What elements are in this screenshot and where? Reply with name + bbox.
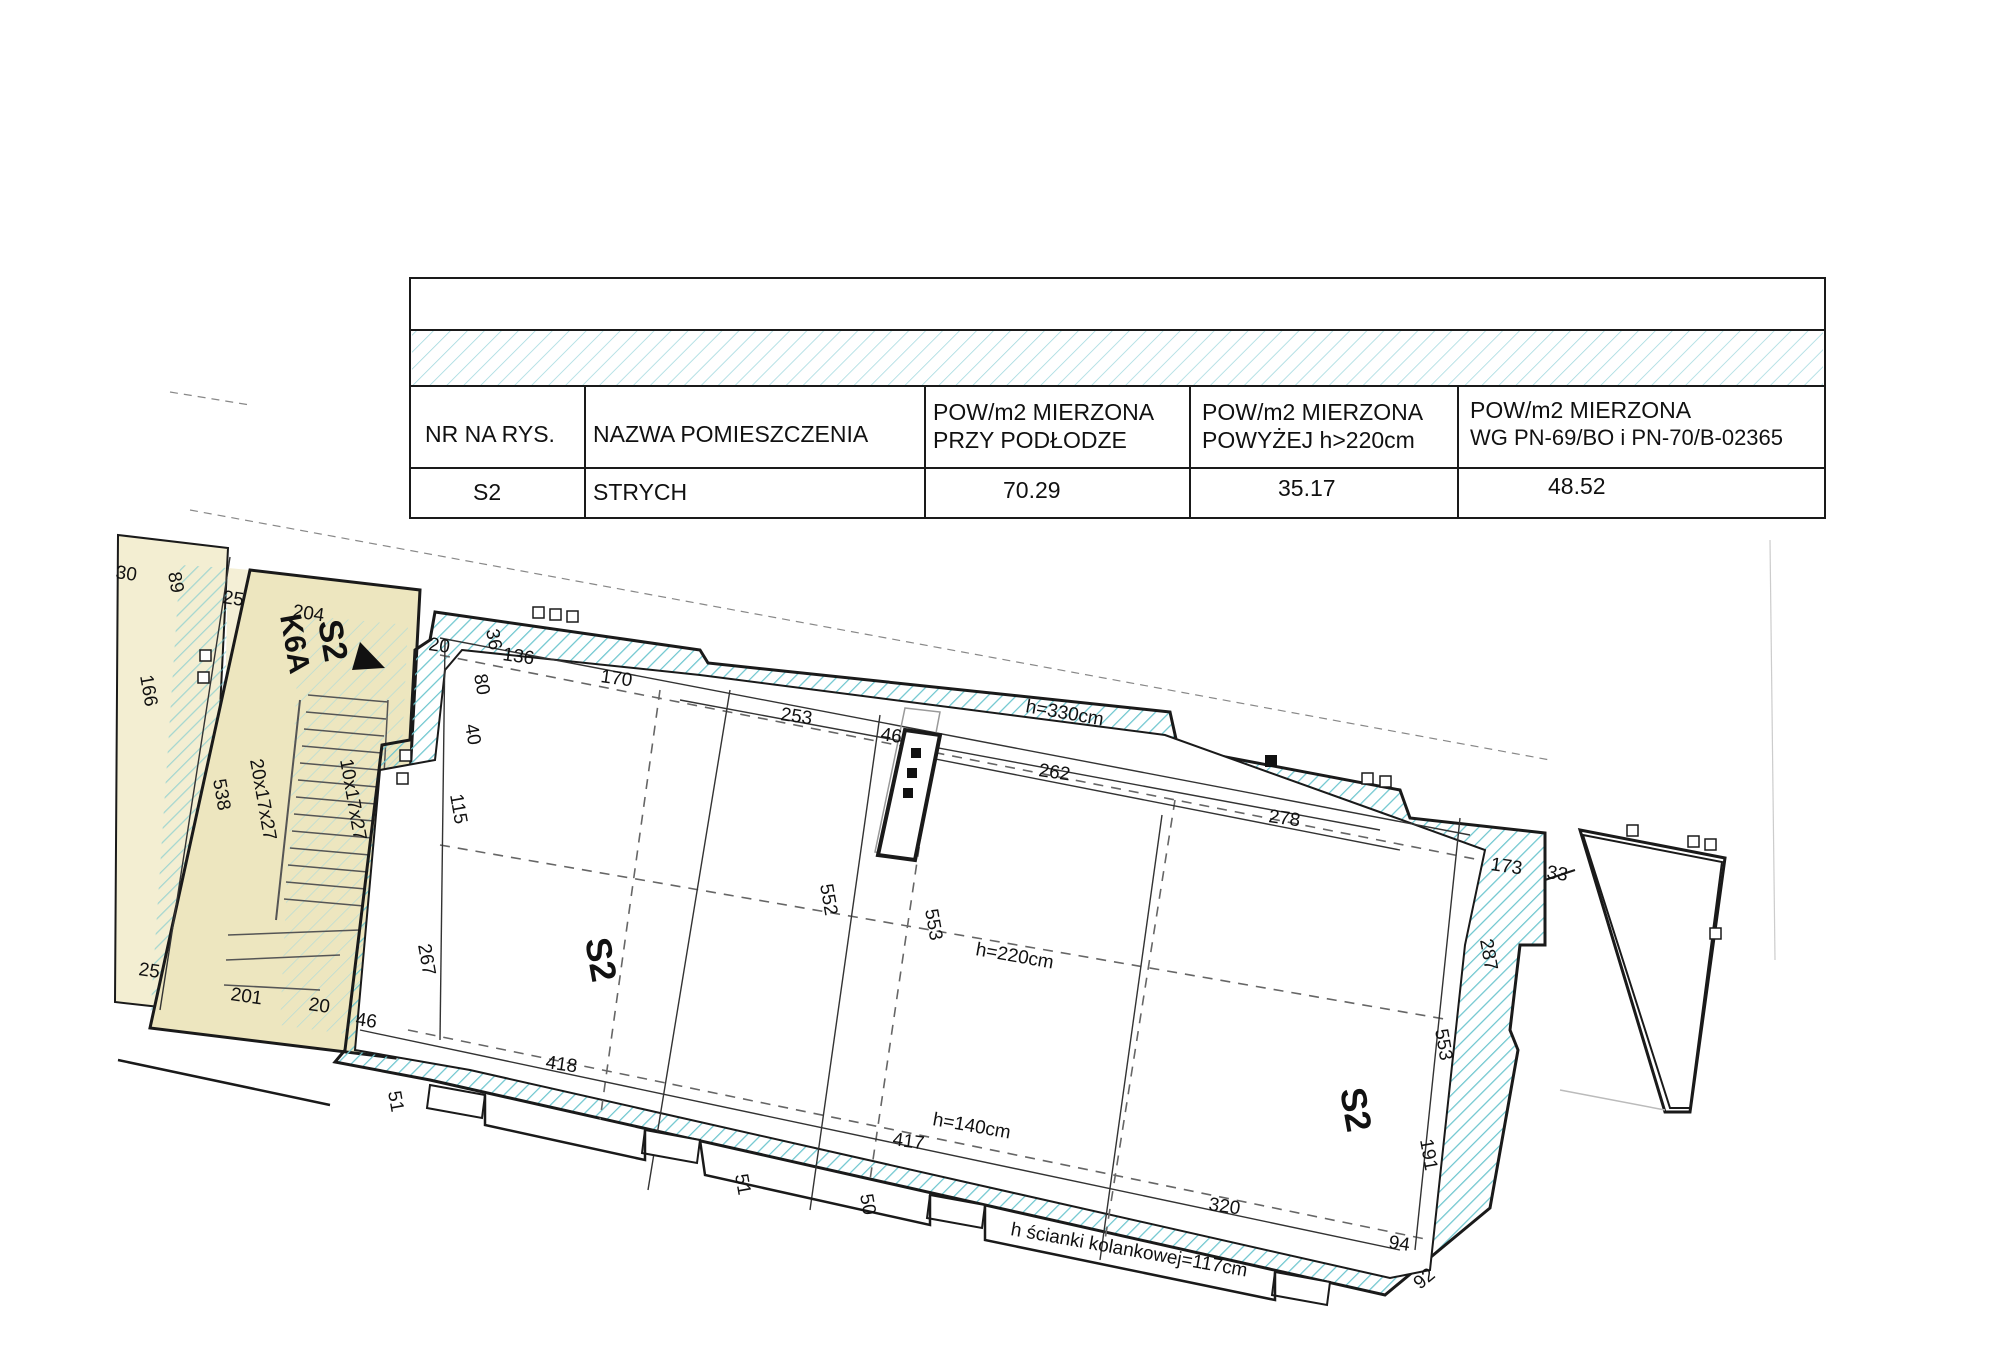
svg-text:40: 40	[460, 722, 484, 746]
svg-text:80: 80	[469, 672, 493, 696]
svg-text:115: 115	[445, 792, 471, 825]
header-area-floor-2: PRZY PODŁODZE	[933, 427, 1127, 453]
dimension-lines	[159, 556, 1471, 1261]
svg-text:50: 50	[855, 1192, 879, 1216]
svg-text:320: 320	[1207, 1194, 1241, 1219]
svg-text:33: 33	[1545, 862, 1569, 886]
svg-text:94: 94	[1387, 1232, 1411, 1256]
header-nr: NR NA RYS.	[425, 421, 555, 447]
svg-text:278: 278	[1267, 806, 1301, 831]
svg-text:201: 201	[229, 984, 263, 1009]
chimney	[874, 707, 943, 863]
svg-text:20: 20	[427, 634, 451, 658]
svg-text:25: 25	[221, 587, 245, 611]
stair-treads	[223, 694, 389, 991]
stair-direction-icon	[352, 642, 385, 670]
room-label-s2-right: S2	[1332, 1084, 1380, 1134]
header-area-220-1: POW/m2 MIERZONA	[1202, 399, 1424, 425]
stair-label-s2: S2	[310, 617, 355, 665]
roof-outline	[169, 391, 1551, 761]
svg-text:51: 51	[383, 1089, 407, 1113]
attic-room-outline	[332, 610, 1547, 1297]
svg-text:36: 36	[481, 627, 505, 651]
svg-text:173: 173	[1489, 854, 1523, 879]
svg-text:170: 170	[599, 666, 633, 691]
svg-text:25: 25	[137, 959, 161, 983]
room-label-s2-left: S2	[577, 934, 625, 984]
svg-text:262: 262	[1037, 760, 1071, 785]
chimney-vent-icon	[1265, 755, 1277, 767]
cell-area-220: 35.17	[1278, 475, 1336, 501]
cell-nr: S2	[473, 479, 502, 505]
header-area-floor-1: POW/m2 MIERZONA	[933, 399, 1155, 425]
header-area-220-2: POWYŻEJ h>220cm	[1202, 427, 1415, 453]
vent-symbols	[197, 606, 1722, 940]
area-table-text: NR NA RYS. NAZWA POMIESZCZENIA POW/m2 MI…	[410, 270, 1835, 518]
wall-outline	[117, 1058, 1277, 1302]
svg-text:204: 204	[291, 601, 326, 626]
header-area-pn-2: WG PN-69/BO i PN-70/B-02365	[1470, 425, 1784, 450]
svg-text:46: 46	[354, 1009, 378, 1033]
right-annex	[1544, 539, 1776, 1114]
svg-text:136: 136	[501, 644, 535, 669]
svg-text:89: 89	[163, 570, 187, 594]
cell-area-pn: 48.52	[1548, 473, 1606, 499]
svg-text:20: 20	[307, 994, 331, 1018]
cell-name: STRYCH	[593, 479, 688, 505]
table-hatched-band	[412, 330, 1823, 386]
svg-text:46: 46	[879, 724, 903, 748]
svg-text:S2: S2	[310, 617, 355, 665]
svg-text:S2: S2	[577, 934, 625, 984]
svg-text:S2: S2	[1332, 1084, 1380, 1134]
header-name: NAZWA POMIESZCZENIA	[593, 421, 869, 447]
svg-text:51: 51	[730, 1172, 754, 1196]
svg-text:253: 253	[779, 704, 813, 729]
svg-text:417: 417	[891, 1129, 925, 1154]
area-table	[409, 277, 1826, 519]
windows	[425, 1083, 1332, 1307]
svg-text:30: 30	[114, 562, 138, 586]
svg-text:418: 418	[544, 1052, 578, 1077]
header-area-pn-1: POW/m2 MIERZONA	[1470, 397, 1692, 423]
cell-area-floor: 70.29	[1003, 477, 1061, 503]
height-zone-lines	[407, 654, 1481, 1241]
